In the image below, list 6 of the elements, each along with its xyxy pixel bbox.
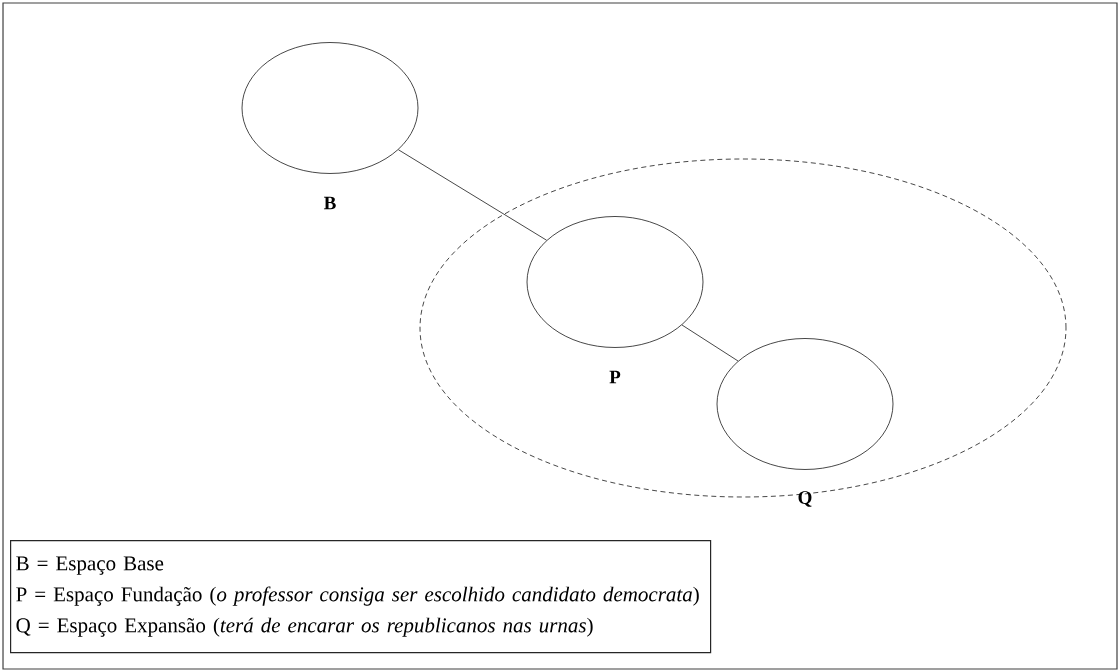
connector-line	[398, 149, 548, 241]
legend-box: B = Espaço Base P = Espaço Fundação (o professor consiga ser escolhido candidato democrata) Q = Espaço Expansão (terá de encarar os republicanos nas urnas)	[10, 540, 712, 654]
connector-line	[681, 324, 739, 362]
node-label: P	[609, 370, 621, 384]
node-label: Q	[798, 491, 812, 507]
node-label: B	[324, 196, 336, 210]
